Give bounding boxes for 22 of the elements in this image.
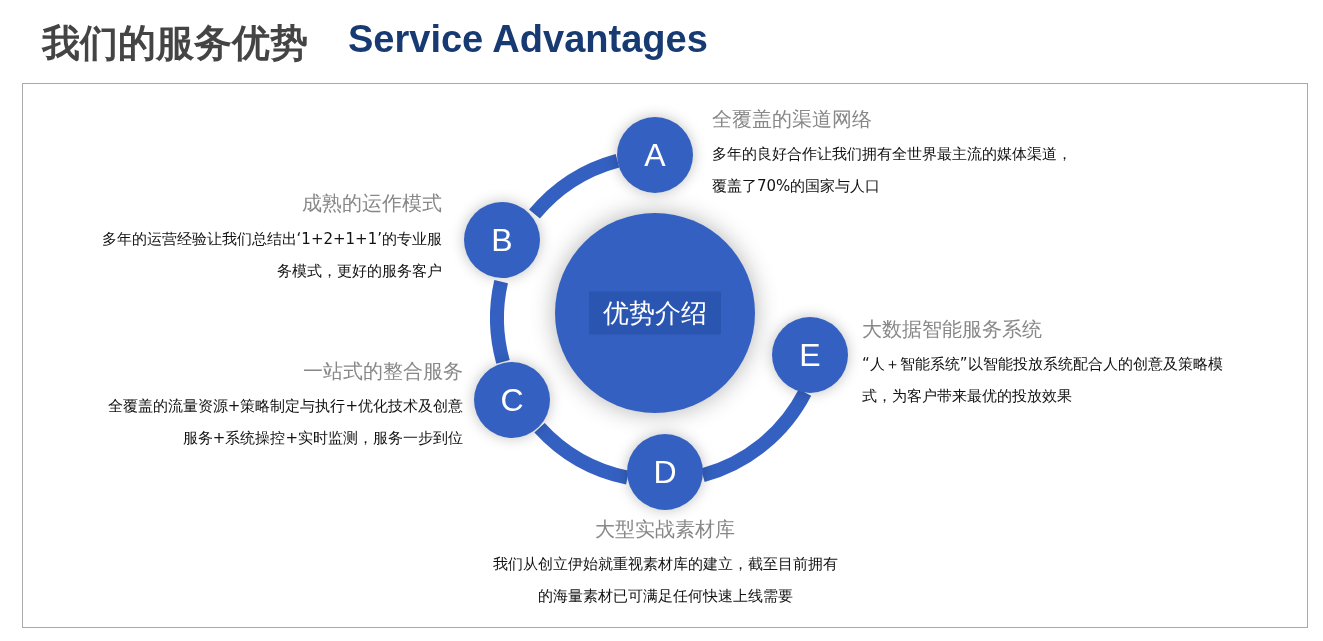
ring-arc (534, 422, 630, 485)
letter-circle: E (772, 317, 848, 393)
center-circle (555, 213, 755, 413)
item-heading: 大数据智能服务系统 (862, 316, 1043, 343)
letter-circle: C (474, 362, 550, 438)
item-description: 全覆盖的流量资源+策略制定与执行+优化技术及创意服务+系统操控+实时监测，服务一步到位 (106, 396, 463, 449)
item-heading: 大型实战素材库 (594, 516, 736, 543)
letter-circle: B (464, 202, 540, 278)
item-heading: 一站式的整合服务 (302, 358, 463, 385)
subtitle: Service Advantages (348, 18, 708, 61)
item-description: “人＋智能系统”以智能投放系统配合人的创意及策略模式，为客户带来最优的投放效果 (862, 354, 1224, 407)
item-description: 多年的良好合作让我们拥有全世界最主流的媒体渠道，覆盖了70%的国家与人口 (712, 144, 1072, 197)
letter-circle: A (617, 117, 693, 193)
title: 我们的服务优势 (42, 20, 308, 67)
center-label: 优势介绍 (589, 291, 721, 335)
ring-arc (490, 280, 510, 364)
ring-arc (529, 154, 620, 219)
letter-circle: D (627, 434, 703, 510)
item-heading: 成熟的运作模式 (301, 190, 442, 217)
item-description: 我们从创立伊始就重视素材库的建立，截至目前拥有的海量素材已可满足任何快速上线需要 (491, 554, 839, 607)
item-description: 多年的运营经验让我们总结出‘1+2+1+1’的专业服务模式，更好的服务客户 (100, 229, 442, 282)
item-heading: 全覆盖的渠道网络 (712, 106, 873, 133)
